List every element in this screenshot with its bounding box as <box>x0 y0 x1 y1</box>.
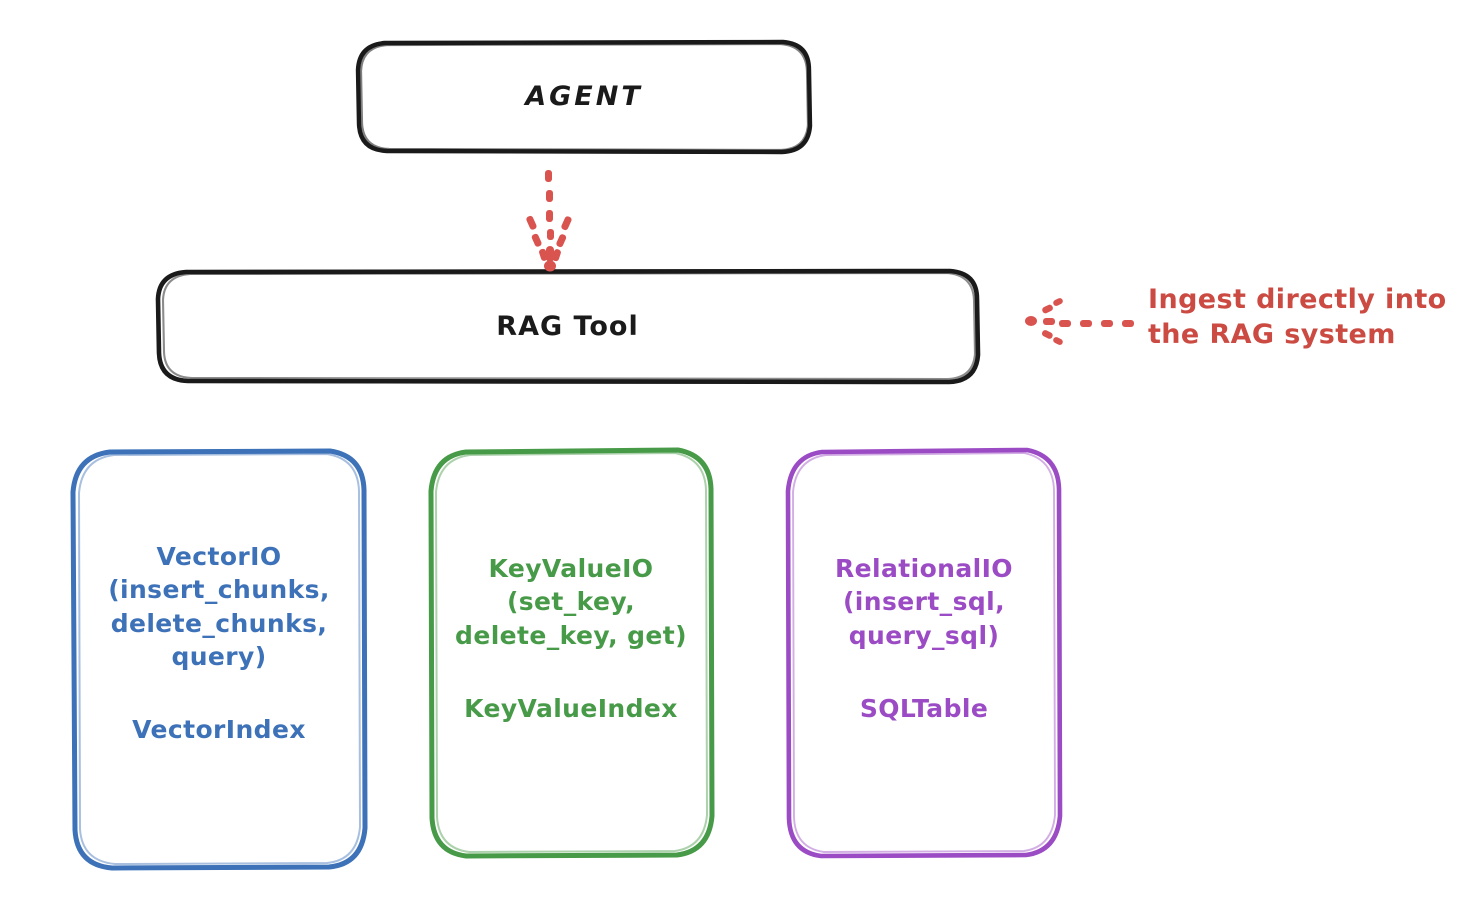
agent-to-rag-connector <box>526 170 572 272</box>
arrowhead-left-icon <box>1025 298 1063 345</box>
key-value-io-node-label: KeyValueIO (set_key, delete_key, get) Ke… <box>425 552 717 725</box>
agent-node-label: AGENT <box>525 81 643 113</box>
relational-io-node-label: RelationalIO (insert_sql, query_sql) SQL… <box>785 552 1063 725</box>
relational-io-api-text: RelationalIO (insert_sql, query_sql) <box>835 554 1013 650</box>
key-value-io-api-text: KeyValueIO (set_key, delete_key, get) <box>455 554 687 650</box>
vector-index-text: VectorIndex <box>132 715 306 744</box>
sql-table-text: SQLTable <box>859 693 989 723</box>
vector-io-node-label: VectorIO (insert_chunks, delete_chunks, … <box>73 540 365 746</box>
arrowhead-down-icon <box>526 215 572 272</box>
ingest-annotation-text: Ingest directly into the RAG system <box>1148 284 1447 351</box>
note-to-rag-connector <box>1025 298 1134 345</box>
rag-tool-node-label: RAG Tool <box>496 310 639 342</box>
key-value-index-text: KeyValueIndex <box>464 693 678 723</box>
vector-io-api-text: VectorIO (insert_chunks, delete_chunks, … <box>108 542 330 671</box>
